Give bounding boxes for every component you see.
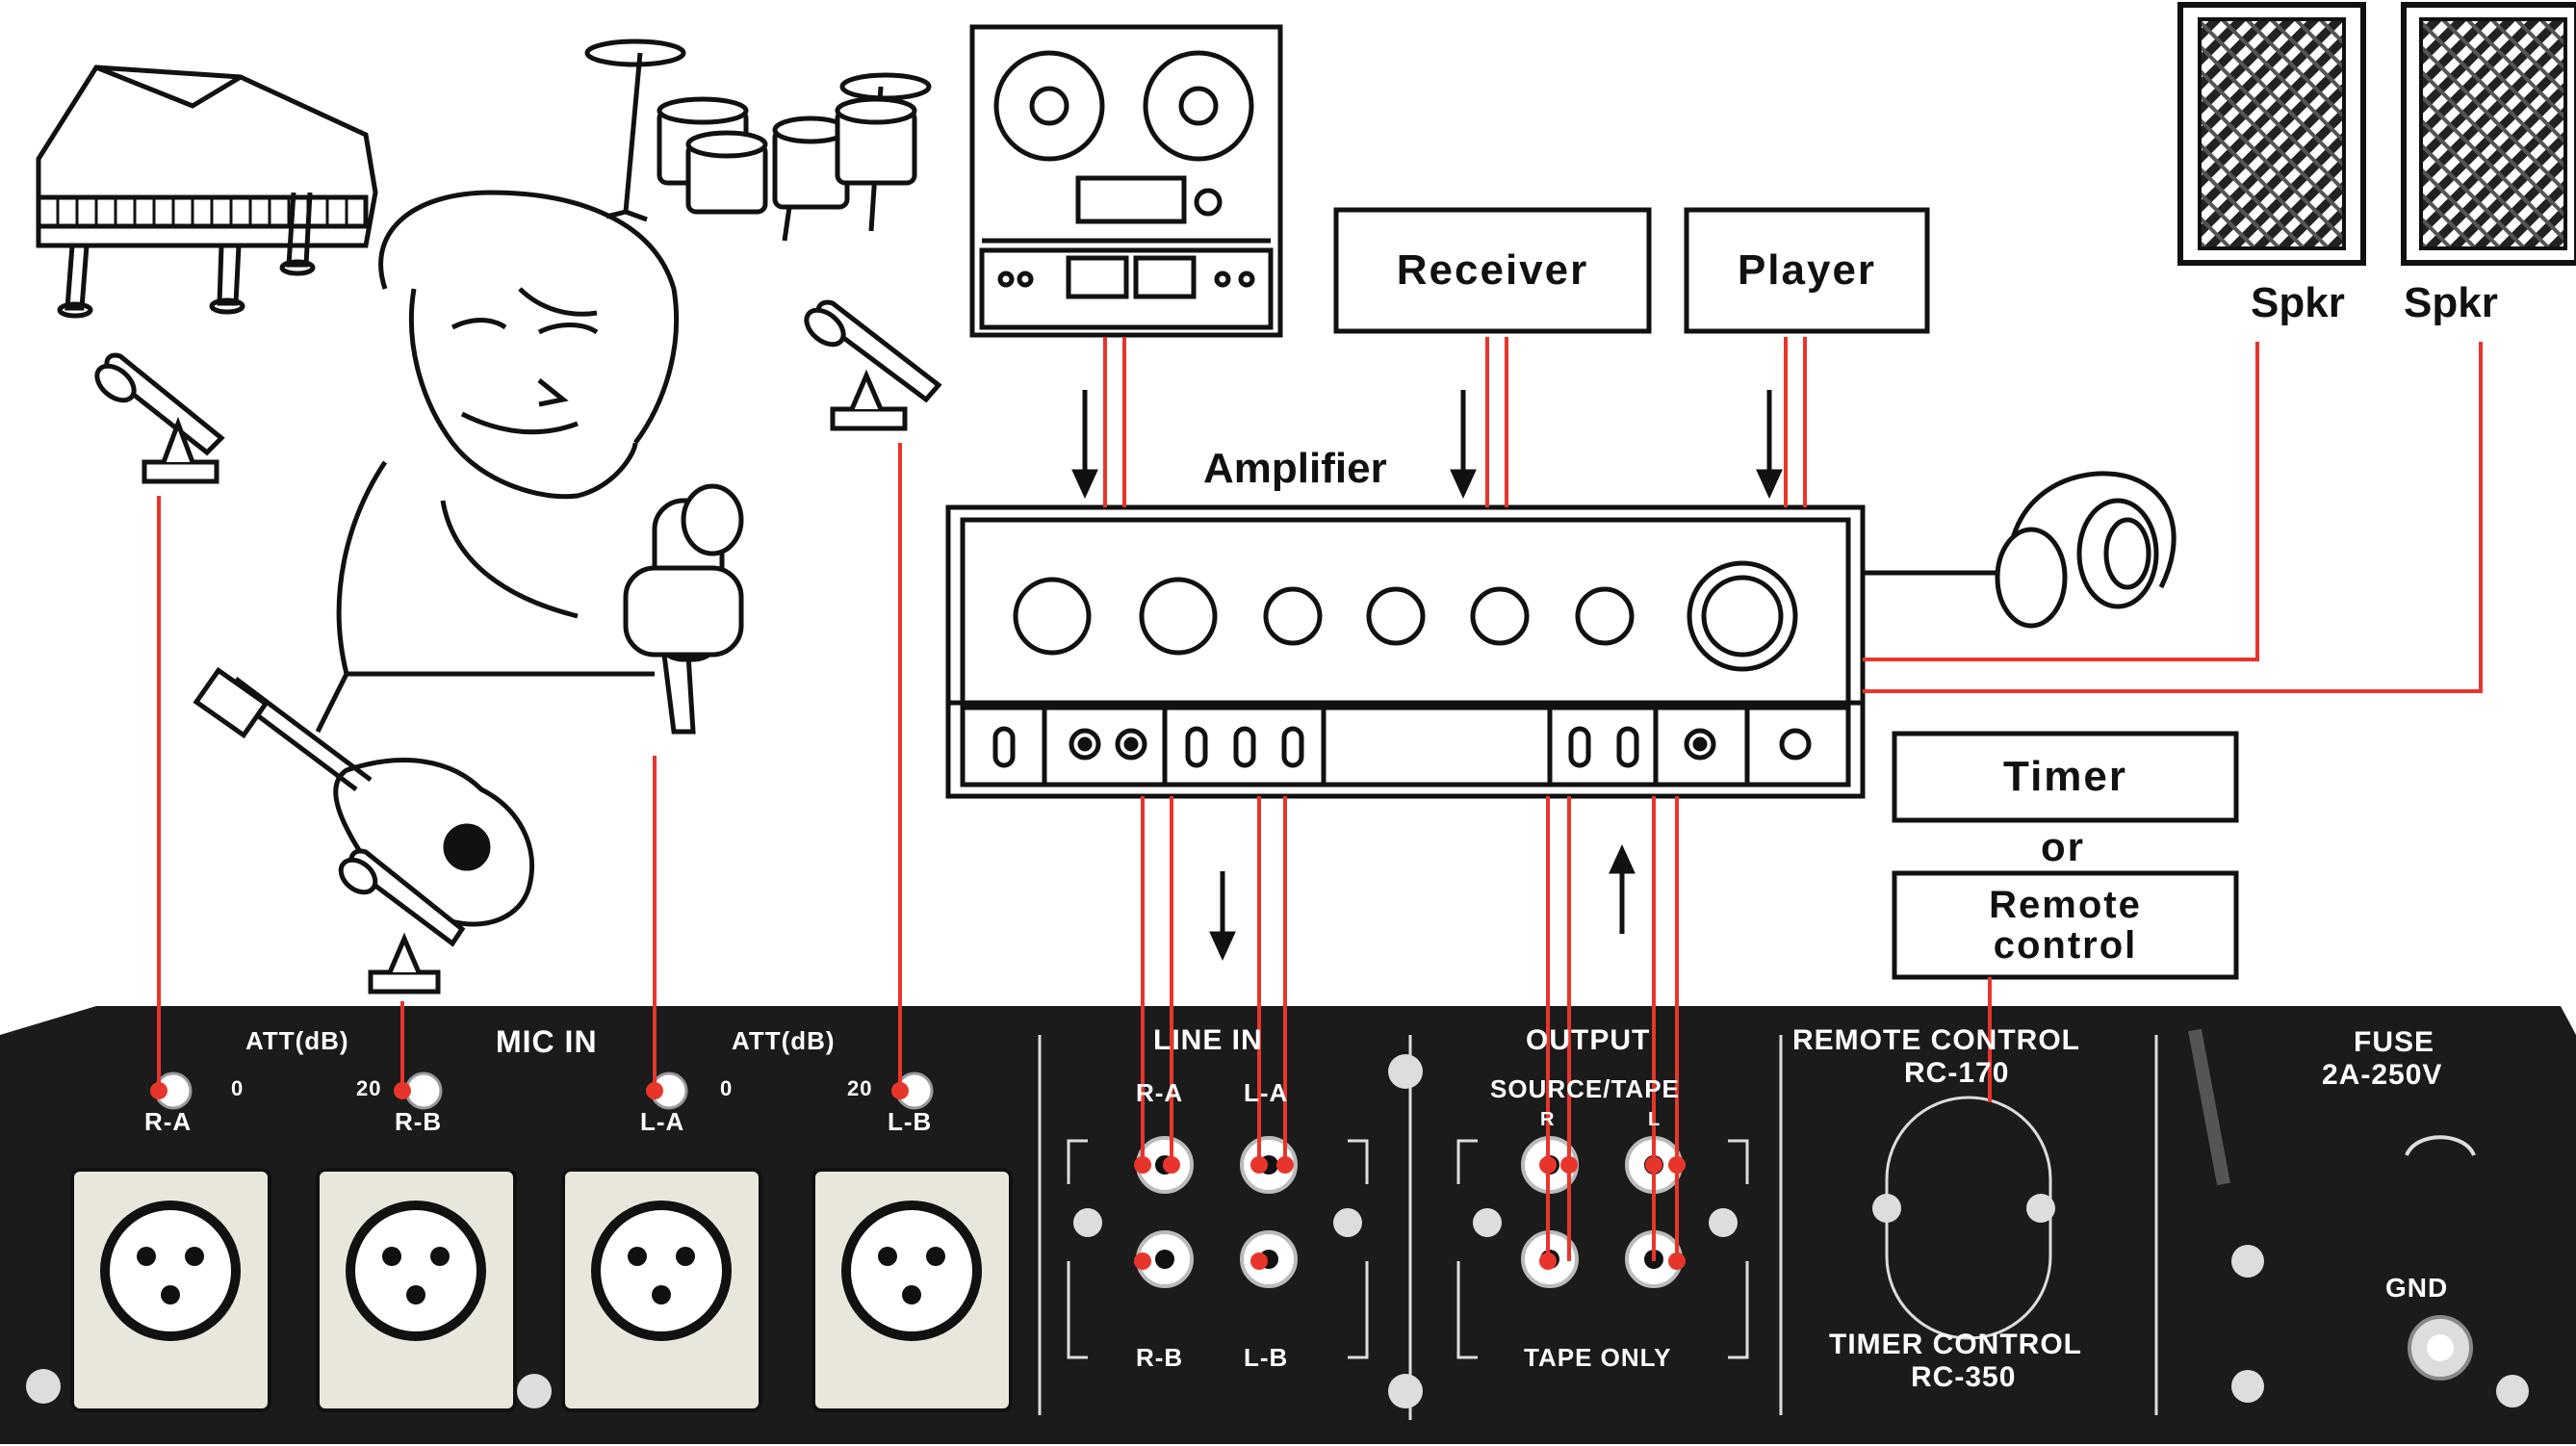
remote-model-label: RC-170	[1904, 1057, 2009, 1090]
output-r-label: R	[1540, 1109, 1555, 1131]
speaker-left-label: Spkr	[2251, 279, 2345, 327]
speaker-right-label: Spkr	[2404, 279, 2498, 327]
att-right-max: 20	[847, 1076, 872, 1101]
line-in-label: LINE IN	[1153, 1024, 1263, 1057]
fuse-label: FUSE	[2354, 1026, 2434, 1059]
amplifier-label: Amplifier	[1203, 445, 1387, 493]
microphone-drums-icon	[800, 302, 939, 428]
microphone-left-icon	[90, 355, 221, 481]
amplifier-unit	[948, 507, 1863, 796]
att-right-label: ATT(dB)	[732, 1026, 836, 1056]
mic-in-label: MIC IN	[496, 1024, 598, 1060]
player-label: Player	[1687, 210, 1927, 331]
drum-kit-illustration	[587, 41, 929, 241]
line-la-label: L-A	[1244, 1078, 1288, 1108]
att-right-min: 0	[720, 1076, 733, 1101]
headphones-icon	[1863, 474, 2174, 626]
line-lb-label: L-B	[1244, 1343, 1288, 1373]
fuse-rating-label: 2A-250V	[2322, 1059, 2442, 1092]
line-ra-label: R-A	[1136, 1078, 1183, 1108]
gnd-label: GND	[2385, 1273, 2448, 1304]
line-rb-label: R-B	[1136, 1343, 1183, 1373]
remote-control-title: REMOTE CONTROL	[1792, 1024, 2080, 1057]
mic-lb-label: L-B	[888, 1107, 932, 1137]
att-left-min: 0	[231, 1076, 244, 1101]
remote-control-label-line1: Remote	[1989, 885, 2142, 925]
piano-illustration	[39, 67, 375, 316]
tape-deck-illustration	[972, 27, 1280, 335]
att-left-label: ATT(dB)	[245, 1026, 349, 1056]
remote-control-label: Remote control	[1894, 873, 2236, 977]
speaker-right-icon	[2404, 5, 2576, 263]
source-tape-label: SOURCE/TAPE	[1490, 1074, 1680, 1104]
timer-model-label: RC-350	[1911, 1361, 2016, 1394]
tape-only-label: TAPE ONLY	[1524, 1343, 1671, 1373]
output-l-label: L	[1648, 1109, 1661, 1131]
or-label: or	[1991, 820, 2135, 873]
att-left-max: 20	[356, 1076, 381, 1101]
remote-control-label-line2: control	[1994, 925, 2138, 966]
speaker-left-icon	[2180, 5, 2363, 263]
timer-control-title: TIMER CONTROL	[1829, 1329, 2082, 1361]
rear-panel	[0, 1006, 2576, 1444]
singer-illustration	[318, 193, 741, 732]
mic-ra-label: R-A	[144, 1107, 192, 1137]
receiver-label: Receiver	[1336, 210, 1649, 331]
mic-rb-label: R-B	[395, 1107, 442, 1137]
timer-label: Timer	[1894, 734, 2236, 820]
output-label: OUTPUT	[1526, 1024, 1650, 1057]
mic-la-label: L-A	[640, 1107, 684, 1137]
